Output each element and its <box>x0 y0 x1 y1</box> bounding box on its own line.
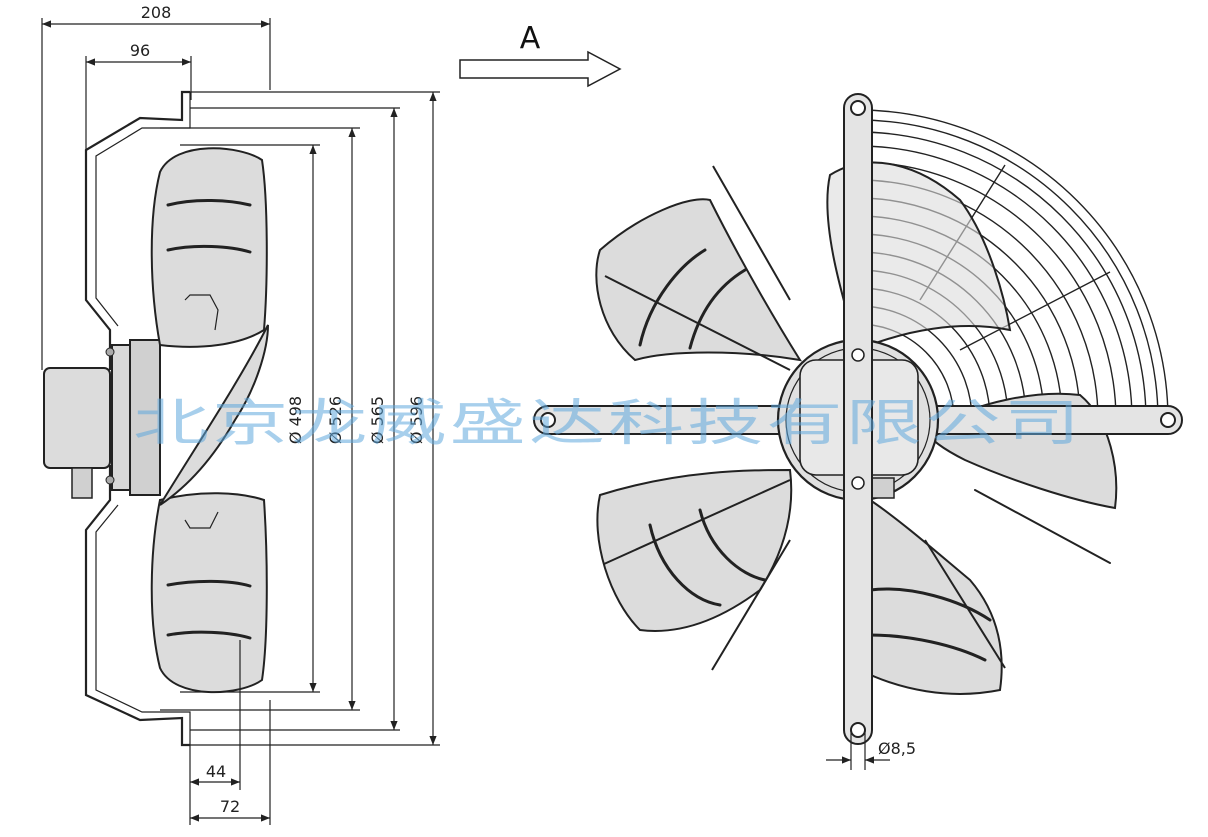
vertical-strut <box>843 93 873 745</box>
dimension-72-label: 72 <box>220 797 240 816</box>
view-arrow-a: A <box>459 21 622 88</box>
dimension-96: 96 <box>85 41 192 150</box>
dimension-96-label: 96 <box>130 41 150 60</box>
dimension-dia-498: Ø 498 <box>286 145 317 692</box>
dimension-208: 208 <box>41 3 271 370</box>
front-view: Ø8,5 <box>533 93 1183 770</box>
side-blade-center <box>159 324 269 506</box>
dimension-hole-label: Ø8,5 <box>878 739 916 758</box>
dimension-dia-565-label: Ø 565 <box>368 396 387 444</box>
motor-body <box>43 339 161 499</box>
dimension-dia-565: Ø 565 <box>368 108 398 730</box>
dimension-44: 44 <box>189 640 241 825</box>
dimension-208-label: 208 <box>141 3 172 22</box>
company-watermark: 北京龙威盛达科技有限公司 <box>133 394 1083 452</box>
mounting-hole-bottom <box>850 722 866 738</box>
front-blade-top-right <box>826 161 1012 352</box>
dimension-dia-596: Ø 596 <box>407 92 437 745</box>
mounting-hole-right <box>1160 412 1176 428</box>
mounting-hole-top <box>850 100 866 116</box>
dimension-72: 72 <box>190 700 271 825</box>
dimension-dia-526: Ø 526 <box>326 128 356 710</box>
mounting-hole-left <box>540 412 556 428</box>
side-blade-bottom <box>150 492 268 694</box>
front-blade-bottom-left <box>596 468 793 671</box>
front-blade-top-left <box>595 165 803 371</box>
view-label: A <box>520 21 541 56</box>
dimension-44-label: 44 <box>206 762 226 781</box>
dimension-hole: Ø8,5 <box>826 730 916 770</box>
side-view: 208 96 <box>41 3 440 825</box>
side-blade-top <box>150 147 268 348</box>
dimension-dia-596-label: Ø 596 <box>407 396 426 444</box>
dimension-dia-526-label: Ø 526 <box>326 396 345 444</box>
dimension-dia-498-label: Ø 498 <box>286 396 305 444</box>
front-blade-bottom <box>857 498 1006 695</box>
housing-inner <box>95 92 191 745</box>
housing-outline <box>84 90 190 747</box>
